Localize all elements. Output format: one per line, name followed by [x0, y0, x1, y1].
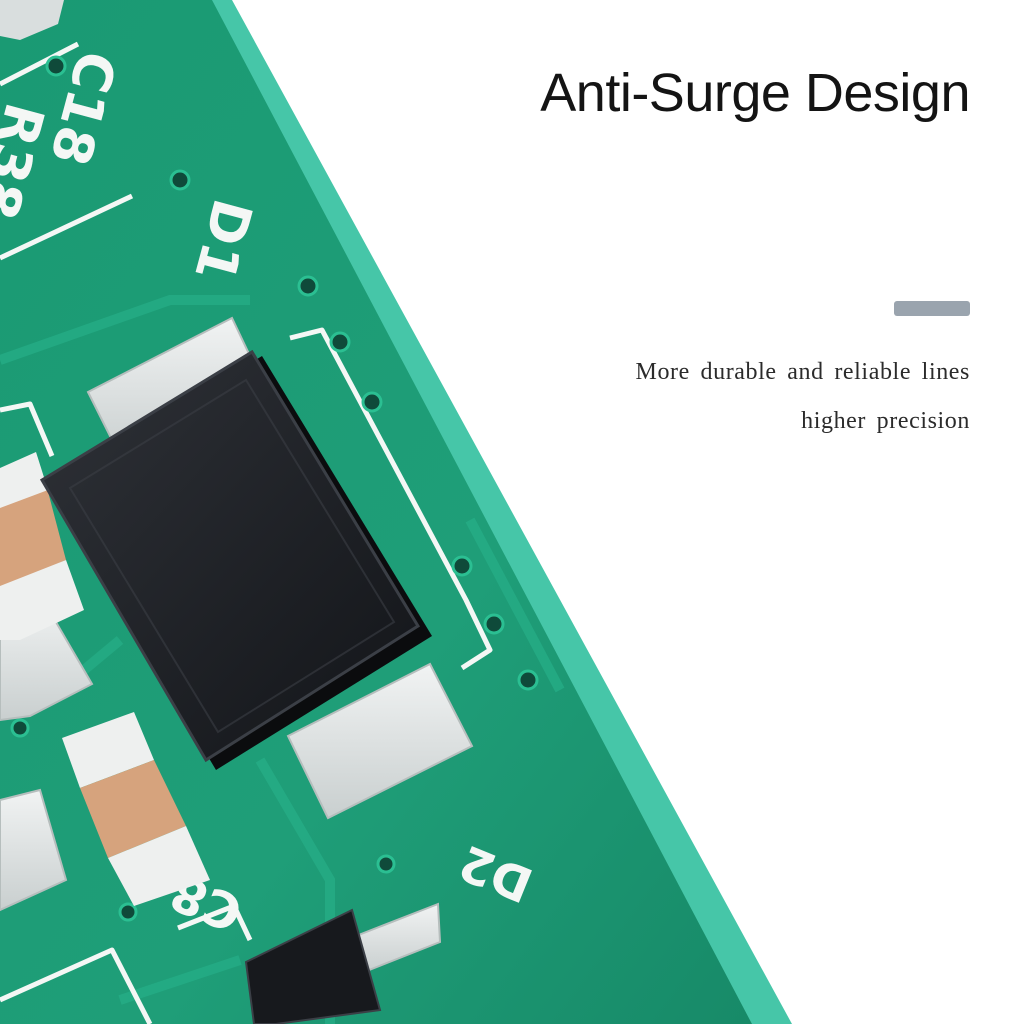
solder-blob	[0, 0, 64, 40]
board-body	[0, 0, 752, 1024]
tagline-line-2: higher precision	[801, 408, 970, 434]
headline: Anti-Surge Design	[540, 63, 970, 123]
passive-components	[0, 452, 210, 906]
silkscreen-outlines	[0, 41, 493, 1024]
via-holes	[10, 55, 539, 922]
tagline-line-1: More durable and reliable lines	[635, 359, 970, 385]
diode-d2	[244, 902, 442, 1024]
accent-bar	[894, 301, 970, 316]
main-chip	[39, 349, 432, 770]
tagline: More durable and reliable lines higher p…	[636, 348, 970, 446]
